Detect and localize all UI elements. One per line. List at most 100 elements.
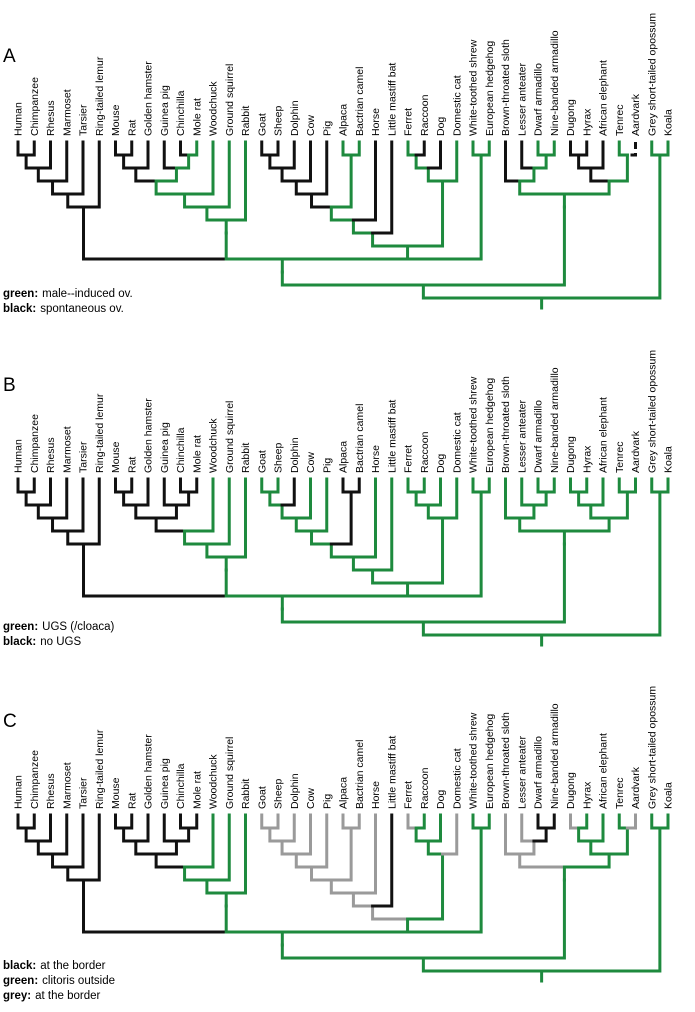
tree-branch <box>504 140 522 183</box>
taxon-label: Pig <box>321 794 333 809</box>
tree-branch <box>187 477 199 494</box>
taxon-label: Rhesus <box>45 437 57 473</box>
legend-key: green: <box>3 975 38 987</box>
tree-branch <box>154 166 178 183</box>
taxon-label: Dolphin <box>289 437 301 473</box>
tree-branch <box>540 490 662 637</box>
taxon-label: Mole rat <box>191 771 203 809</box>
tree-branch <box>294 179 314 196</box>
tree-branch <box>351 140 377 222</box>
taxon-label: Little mastiff bat <box>386 63 398 136</box>
tree-branch <box>224 477 247 559</box>
tree-branch <box>205 813 231 882</box>
tree-branch <box>280 244 410 261</box>
tree-branch <box>562 179 611 196</box>
tree-branch <box>154 839 178 856</box>
tree-branch <box>371 477 394 572</box>
tree-branch <box>205 542 228 559</box>
legend-key: grey: <box>3 990 31 1002</box>
taxon-label: Koala <box>663 782 675 809</box>
tree-branch <box>260 477 272 494</box>
tree-branch <box>224 231 284 261</box>
tree-branch <box>650 813 662 830</box>
tree-branch <box>205 477 231 546</box>
taxon-label: Domestic cat <box>451 412 463 473</box>
taxon-label: Rat <box>126 120 138 136</box>
tree-branch <box>414 490 430 507</box>
tree-branch <box>224 904 284 934</box>
tree-branch <box>51 852 70 869</box>
tree-branch <box>329 826 353 882</box>
tree-branch <box>154 179 187 196</box>
taxon-label: Ferret <box>403 108 415 136</box>
tree-branch <box>569 477 581 494</box>
tree-branch <box>520 477 536 507</box>
tree-branch <box>479 813 491 830</box>
taxon-label: Dugong <box>565 436 577 473</box>
tree-branch <box>51 813 69 856</box>
tree-branch <box>134 839 158 856</box>
tree-branch <box>66 529 86 546</box>
tree-branch <box>414 153 430 170</box>
tree-branch <box>650 140 662 157</box>
legend-key: green: <box>3 288 38 300</box>
tree-branch <box>518 503 536 520</box>
tree-branch <box>16 140 28 157</box>
tree-branch <box>577 153 593 170</box>
taxon-label: Rabbit <box>240 443 252 473</box>
taxon-label: Ferret <box>403 781 415 809</box>
tree-branch <box>224 813 247 895</box>
taxon-label: Pig <box>321 458 333 473</box>
tree-branch <box>544 140 556 157</box>
legend-entry: green:UGS (/cloaca) <box>3 621 115 633</box>
legend-value: male--induced ov. <box>42 288 133 300</box>
taxon-label: African elephant <box>598 397 610 473</box>
taxon-label: Aardvark <box>630 93 642 136</box>
taxon-label: African elephant <box>598 60 610 136</box>
panel-letter: C <box>3 711 17 732</box>
legend-value: clitoris outside <box>42 975 115 987</box>
tree-branch <box>122 813 134 830</box>
taxon-label: Chimpanzee <box>29 414 41 473</box>
tree-branch <box>625 477 637 494</box>
tree-branch <box>154 503 178 520</box>
tree-branch <box>627 142 637 157</box>
tree-branch <box>650 477 662 494</box>
tree-branch <box>24 140 36 157</box>
taxon-label: Dog <box>435 790 447 809</box>
tree-branch <box>36 477 52 507</box>
tree-branch <box>329 542 355 559</box>
tree-branch <box>280 826 483 934</box>
tree-branch <box>471 477 483 494</box>
tree-branch <box>471 140 483 157</box>
tree-branch <box>179 140 191 157</box>
tree-branch <box>441 813 459 856</box>
taxon-label: Bactrian camel <box>354 740 366 809</box>
taxon-label: Golden hamster <box>143 398 155 473</box>
tree-branch <box>280 166 298 183</box>
tree-branch <box>205 205 228 222</box>
tree-branch <box>607 490 629 520</box>
tree-branch <box>426 839 445 856</box>
tree-branch <box>24 490 40 507</box>
tree-branch <box>66 477 85 533</box>
tree-branch <box>82 140 101 209</box>
tree-branch <box>82 878 284 934</box>
tree-branch <box>532 153 548 170</box>
tree-branch <box>183 140 215 196</box>
tree-branch <box>562 516 611 533</box>
tree-branch <box>24 153 40 170</box>
taxon-label: Goat <box>256 450 268 473</box>
tree-branch <box>16 477 28 494</box>
tree-branch <box>174 153 191 170</box>
taxon-label: Horse <box>370 108 382 136</box>
tree-branch <box>421 283 544 300</box>
taxon-label: Marmoset <box>61 89 73 136</box>
taxon-label: Chimpanzee <box>29 77 41 136</box>
tree-branch <box>577 477 589 494</box>
taxon-label: Brown-throated sloth <box>500 712 512 809</box>
tree-branch <box>414 477 426 494</box>
taxon-label: Chinchilla <box>175 763 187 809</box>
